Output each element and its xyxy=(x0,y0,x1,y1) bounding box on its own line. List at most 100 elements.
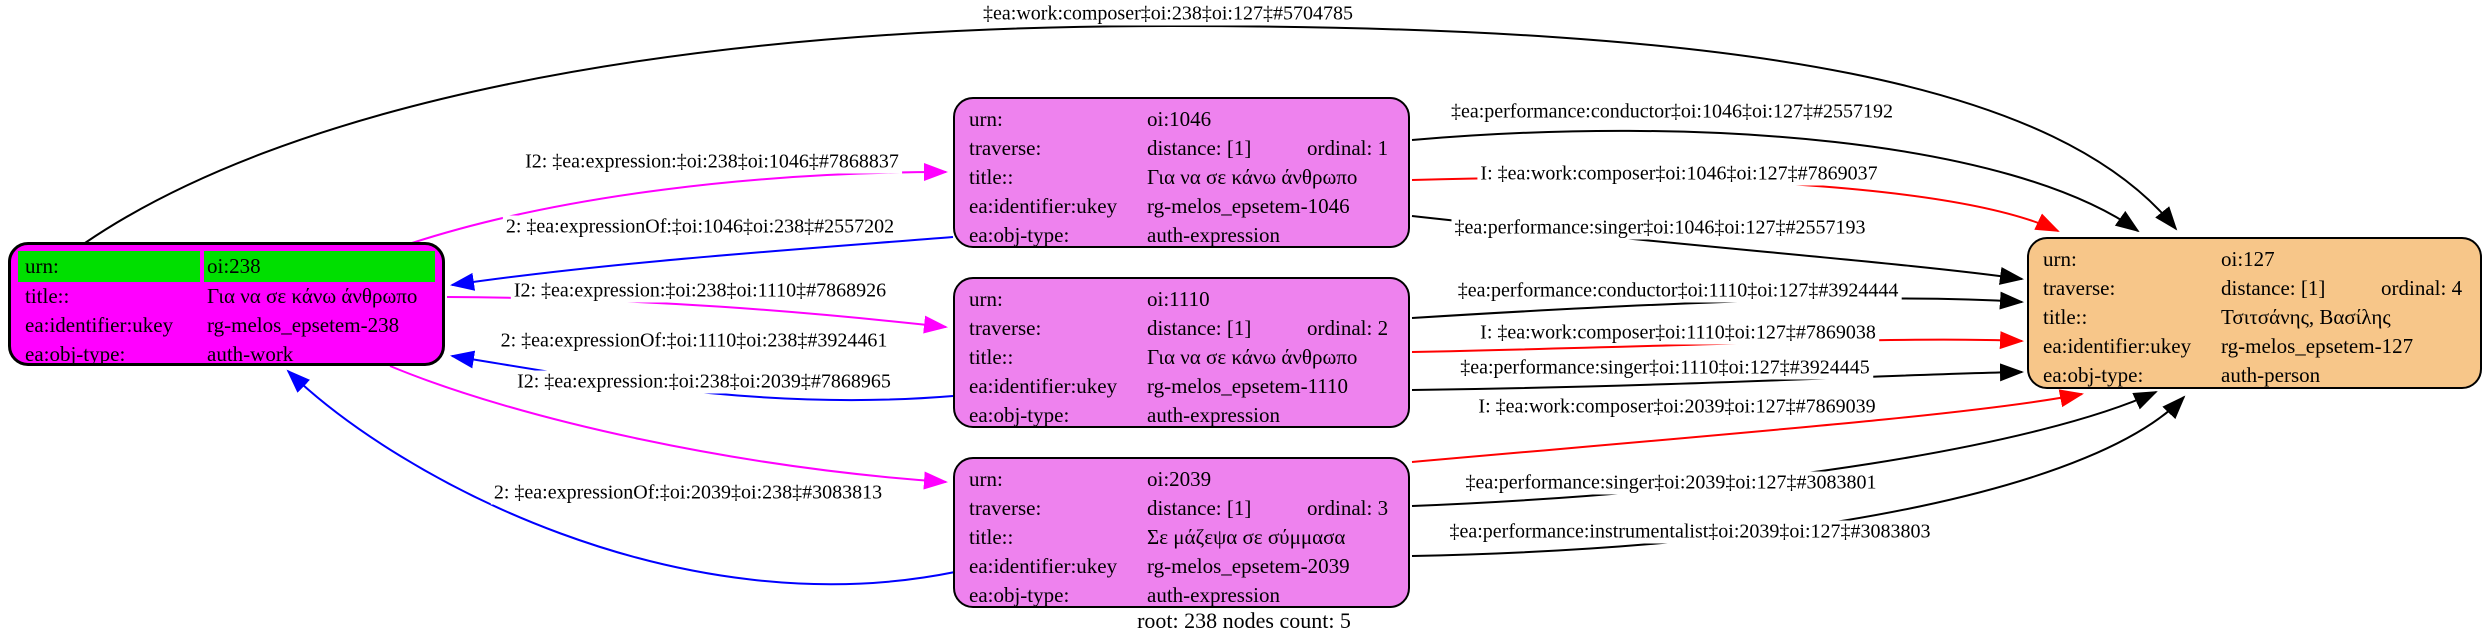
node-2039-objtype-row: ea:obj-type: auth-expression xyxy=(955,581,1408,610)
field-label-title: title:: xyxy=(25,284,70,308)
edge-label-work-composer-1046-127: I: ‡ea:work:composer‡oi:1046‡oi:127‡#786… xyxy=(1477,162,1881,186)
edge-label-work-composer-1110-127: I: ‡ea:work:composer‡oi:1110‡oi:127‡#786… xyxy=(1477,321,1879,345)
edge-work-composer-238-127 xyxy=(84,24,2178,244)
field-label-identifier: ea:identifier:ukey xyxy=(25,313,174,337)
edge-work-composer-2039-127 xyxy=(1411,389,2084,463)
field-label-urn: urn: xyxy=(969,287,1003,311)
node-1110-urn-row: urn: oi:1110 xyxy=(955,285,1408,314)
node-expression-1046[interactable]: urn: oi:1046 traverse: distance: [1]ordi… xyxy=(953,97,1410,248)
node-1110-title-row: title:: Για να σε κάνω άνθρωπο xyxy=(955,343,1408,372)
field-label-urn: urn: xyxy=(2043,247,2077,271)
node-238-identifier-row: ea:identifier:ukey rg-melos_epsetem-238 xyxy=(11,311,442,340)
node-1046-distance: distance: [1] xyxy=(1147,136,1252,160)
edge-label-expressionof-2039-238: 2: ‡ea:expressionOf:‡oi:2039‡oi:238‡#308… xyxy=(490,481,886,505)
edge-label-expression-238-1046: I2: ‡ea:expression:‡oi:238‡oi:1046‡#7868… xyxy=(522,150,902,174)
edge-label-work-composer-238-127: ‡ea:work:composer‡oi:238‡oi:127‡#5704785 xyxy=(980,2,1356,26)
edge-label-performance-conductor-1046-127: ‡ea:performance:conductor‡oi:1046‡oi:127… xyxy=(1447,100,1897,124)
node-127-traverse-value: distance: [1]ordinal: 4 xyxy=(2221,274,2480,303)
node-1046-identifier-value: rg-melos_epsetem-1046 xyxy=(1147,194,1350,218)
edge-expressionof-1046-238 xyxy=(450,236,954,291)
node-1110-urn-value: oi:1110 xyxy=(1147,287,1210,311)
field-label-title: title:: xyxy=(2043,305,2088,329)
field-label-identifier: ea:identifier:ukey xyxy=(2043,334,2192,358)
edge-label-expression-238-1110: I2: ‡ea:expression:‡oi:238‡oi:1110‡#7868… xyxy=(510,279,890,303)
field-label-urn: urn: xyxy=(969,467,1003,491)
node-2039-objtype-value: auth-expression xyxy=(1147,583,1280,607)
field-label-identifier: ea:identifier:ukey xyxy=(969,374,1118,398)
node-127-objtype-value: auth-person xyxy=(2221,363,2321,387)
graph-caption: root: 238 nodes count: 5 xyxy=(1137,608,1351,633)
node-2039-traverse-row: traverse: distance: [1] ordinal: 3 xyxy=(955,494,1408,523)
node-238-urn-value: oi:238 xyxy=(204,251,435,282)
node-1046-ordinal: ordinal: 1 xyxy=(1307,136,1389,160)
node-127-objtype-row: ea:obj-type: auth-person xyxy=(2029,361,2480,390)
node-238-title-value: Για να σε κάνω άνθρωπο xyxy=(207,284,418,308)
node-1046-title-value: Για να σε κάνω άνθρωπο xyxy=(1147,165,1358,189)
node-2039-urn-value: oi:2039 xyxy=(1147,467,1212,491)
edge-performance-singer-2039-127 xyxy=(1411,391,2158,507)
node-127-urn-row: urn: oi:127 xyxy=(2029,245,2480,274)
node-2039-title-row: title:: Σε μάζεψα σε σύμμασα xyxy=(955,523,1408,552)
node-238-objtype-value: auth-work xyxy=(207,342,294,366)
node-1046-objtype-value: auth-expression xyxy=(1147,223,1280,247)
node-127-identifier-value: rg-melos_epsetem-127 xyxy=(2221,334,2414,358)
node-1046-traverse-row: traverse: distance: [1] ordinal: 1 xyxy=(955,134,1408,163)
node-2039-distance: distance: [1] xyxy=(1147,496,1252,520)
field-label-traverse: traverse: xyxy=(969,136,1042,160)
field-label-objtype: ea:obj-type: xyxy=(969,223,1070,247)
field-label-identifier: ea:identifier:ukey xyxy=(969,554,1118,578)
node-1046-traverse-value: distance: [1] ordinal: 1 xyxy=(1147,134,1408,163)
field-label-objtype: ea:obj-type: xyxy=(2043,363,2144,387)
node-1110-distance: distance: [1] xyxy=(1147,316,1252,340)
field-label-identifier: ea:identifier:ukey xyxy=(969,194,1118,218)
edge-label-expressionof-1046-238: 2: ‡ea:expressionOf:‡oi:1046‡oi:238‡#255… xyxy=(502,215,898,239)
node-127-distance: distance: [1] xyxy=(2221,276,2326,300)
edge-expressionof-2039-238 xyxy=(286,369,956,586)
node-1110-title-value: Για να σε κάνω άνθρωπο xyxy=(1147,345,1358,369)
node-1110-identifier-value: rg-melos_epsetem-1110 xyxy=(1147,374,1349,398)
edge-label-performance-instrumentalist-2039-127: ‡ea:performance:instrumentalist‡oi:2039‡… xyxy=(1446,520,1934,544)
node-2039-ordinal: ordinal: 3 xyxy=(1307,496,1389,520)
edge-label-performance-singer-1046-127: ‡ea:performance:singer‡oi:1046‡oi:127‡#2… xyxy=(1451,216,1869,240)
node-2039-identifier-value: rg-melos_epsetem-2039 xyxy=(1147,554,1350,578)
node-2039-urn-row: urn: oi:2039 xyxy=(955,465,1408,494)
node-238-urn-row: urn: oi:238 xyxy=(11,251,442,282)
node-1046-urn-value: oi:1046 xyxy=(1147,107,1212,131)
node-1046-identifier-row: ea:identifier:ukey rg-melos_epsetem-1046 xyxy=(955,192,1408,221)
node-127-identifier-row: ea:identifier:ukey rg-melos_epsetem-127 xyxy=(2029,332,2480,361)
node-1110-traverse-row: traverse: distance: [1]ordinal: 2 xyxy=(955,314,1408,343)
node-expression-1110[interactable]: urn: oi:1110 traverse: distance: [1]ordi… xyxy=(953,277,1410,428)
node-2039-identifier-row: ea:identifier:ukey rg-melos_epsetem-2039 xyxy=(955,552,1408,581)
field-label-objtype: ea:obj-type: xyxy=(25,342,126,366)
node-238-objtype-row: ea:obj-type: auth-work xyxy=(11,340,442,369)
field-label-traverse: traverse: xyxy=(969,496,1042,520)
field-label-title: title:: xyxy=(969,345,1014,369)
node-expression-2039[interactable]: urn: oi:2039 traverse: distance: [1] ordi… xyxy=(953,457,1410,608)
edge-performance-conductor-1046-127 xyxy=(1411,129,2140,233)
node-1110-ordinal: ordinal: 2 xyxy=(1307,316,1389,340)
node-238-title-row: title:: Για να σε κάνω άνθρωπο xyxy=(11,282,442,311)
node-127-title-value: Τσιτσάνης, Βασίλης xyxy=(2221,305,2391,329)
field-label-urn: urn: xyxy=(18,251,200,282)
field-label-objtype: ea:obj-type: xyxy=(969,583,1070,607)
node-2039-traverse-value: distance: [1] ordinal: 3 xyxy=(1147,494,1408,523)
field-label-traverse: traverse: xyxy=(2043,276,2116,300)
edge-label-performance-conductor-1110-127: ‡ea:performance:conductor‡oi:1110‡oi:127… xyxy=(1454,279,1902,303)
field-label-title: title:: xyxy=(969,525,1014,549)
node-1110-identifier-row: ea:identifier:ukey rg-melos_epsetem-1110 xyxy=(955,372,1408,401)
node-127-urn-value: oi:127 xyxy=(2221,247,2275,271)
node-127-title-row: title:: Τσιτσάνης, Βασίλης xyxy=(2029,303,2480,332)
node-1110-objtype-row: ea:obj-type: auth-expression xyxy=(955,401,1408,430)
node-work-238[interactable]: urn: oi:238 title:: Για να σε κάνω άνθρω… xyxy=(8,242,445,366)
edge-expression-238-2039 xyxy=(389,365,948,490)
node-1046-objtype-row: ea:obj-type: auth-expression xyxy=(955,221,1408,250)
edge-label-work-composer-2039-127: I: ‡ea:work:composer‡oi:2039‡oi:127‡#786… xyxy=(1475,395,1879,419)
edge-label-expressionof-1110-238: 2: ‡ea:expressionOf:‡oi:1110‡oi:238‡#392… xyxy=(497,329,891,353)
node-person-127[interactable]: urn: oi:127 traverse: distance: [1]ordin… xyxy=(2027,237,2482,389)
field-label-objtype: ea:obj-type: xyxy=(969,403,1070,427)
node-1110-objtype-value: auth-expression xyxy=(1147,403,1280,427)
node-1110-traverse-value: distance: [1] ordinal: 2 xyxy=(1147,314,1408,343)
edge-performance-instrumentalist-2039-127 xyxy=(1411,395,2186,557)
